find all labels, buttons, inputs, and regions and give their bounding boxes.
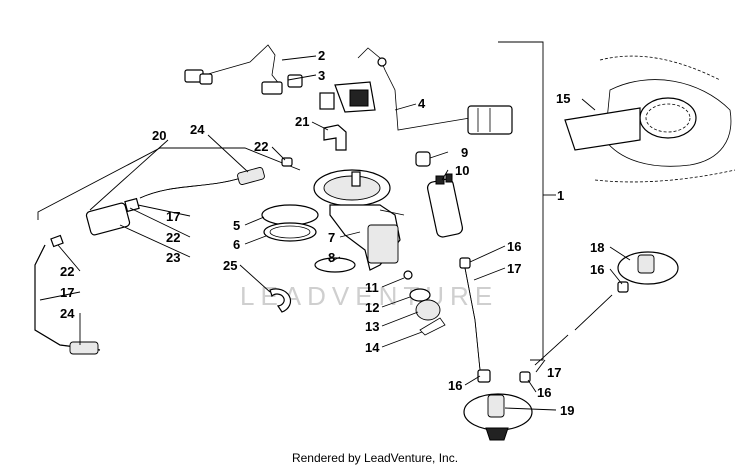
sender-bracket [319, 47, 387, 113]
callout-1: 1 [557, 188, 564, 203]
callout-16-b: 16 [590, 262, 604, 277]
wire-harness [184, 44, 303, 95]
callout-14: 14 [365, 340, 380, 355]
callout-7: 7 [328, 230, 335, 245]
callout-22-b: 22 [166, 230, 180, 245]
callout-2: 2 [318, 48, 325, 63]
callout-5: 5 [233, 218, 240, 233]
fuel-pump [426, 173, 464, 238]
callout-4: 4 [418, 96, 426, 111]
small-parts [403, 270, 446, 336]
callout-15: 15 [556, 91, 570, 106]
pump-clamp [314, 257, 356, 273]
callout-17-b: 17 [547, 365, 561, 380]
callout-13: 13 [365, 319, 379, 334]
callout-24-a: 24 [190, 122, 205, 137]
callout-22-c: 22 [60, 264, 74, 279]
callout-10: 10 [455, 163, 469, 178]
callout-16-d: 16 [448, 378, 462, 393]
credit-text: Rendered by LeadVenture, Inc. [292, 451, 458, 465]
callout-17-c: 17 [166, 209, 180, 224]
callout-16-a: 16 [507, 239, 521, 254]
fuel-pump-harness [384, 69, 513, 135]
callout-3: 3 [318, 68, 325, 83]
leader-lines [39, 55, 631, 411]
callout-labels: 1 2 3 4 5 6 7 8 9 10 11 12 13 14 15 16 1… [60, 48, 604, 418]
fuel-pump-housing [313, 169, 405, 271]
callout-9: 9 [461, 145, 468, 160]
callout-8: 8 [328, 250, 335, 265]
return-line [459, 257, 533, 441]
callout-20: 20 [152, 128, 166, 143]
callout-11: 11 [365, 280, 379, 295]
elbow-fitting [323, 124, 347, 151]
callout-25: 25 [223, 258, 237, 273]
callout-23: 23 [166, 250, 180, 265]
callout-18: 18 [590, 240, 604, 255]
callout-12: 12 [365, 300, 379, 315]
callout-19: 19 [560, 403, 574, 418]
fuel-filter-line [34, 157, 293, 355]
line-kit-bracket [37, 147, 301, 220]
check-valve [519, 251, 679, 383]
retaining-ring [269, 288, 292, 313]
callout-17-d: 17 [60, 285, 74, 300]
assembly-bracket [498, 41, 556, 361]
tank-gaskets [261, 204, 319, 242]
callout-21: 21 [295, 114, 309, 129]
callout-24-b: 24 [60, 306, 75, 321]
callout-16-c: 16 [537, 385, 551, 400]
callout-17-a: 17 [507, 261, 521, 276]
callout-6: 6 [233, 237, 240, 252]
pump-cap [415, 151, 431, 167]
fuel-tank-sketch [564, 55, 736, 183]
callout-22-a: 22 [254, 139, 268, 154]
